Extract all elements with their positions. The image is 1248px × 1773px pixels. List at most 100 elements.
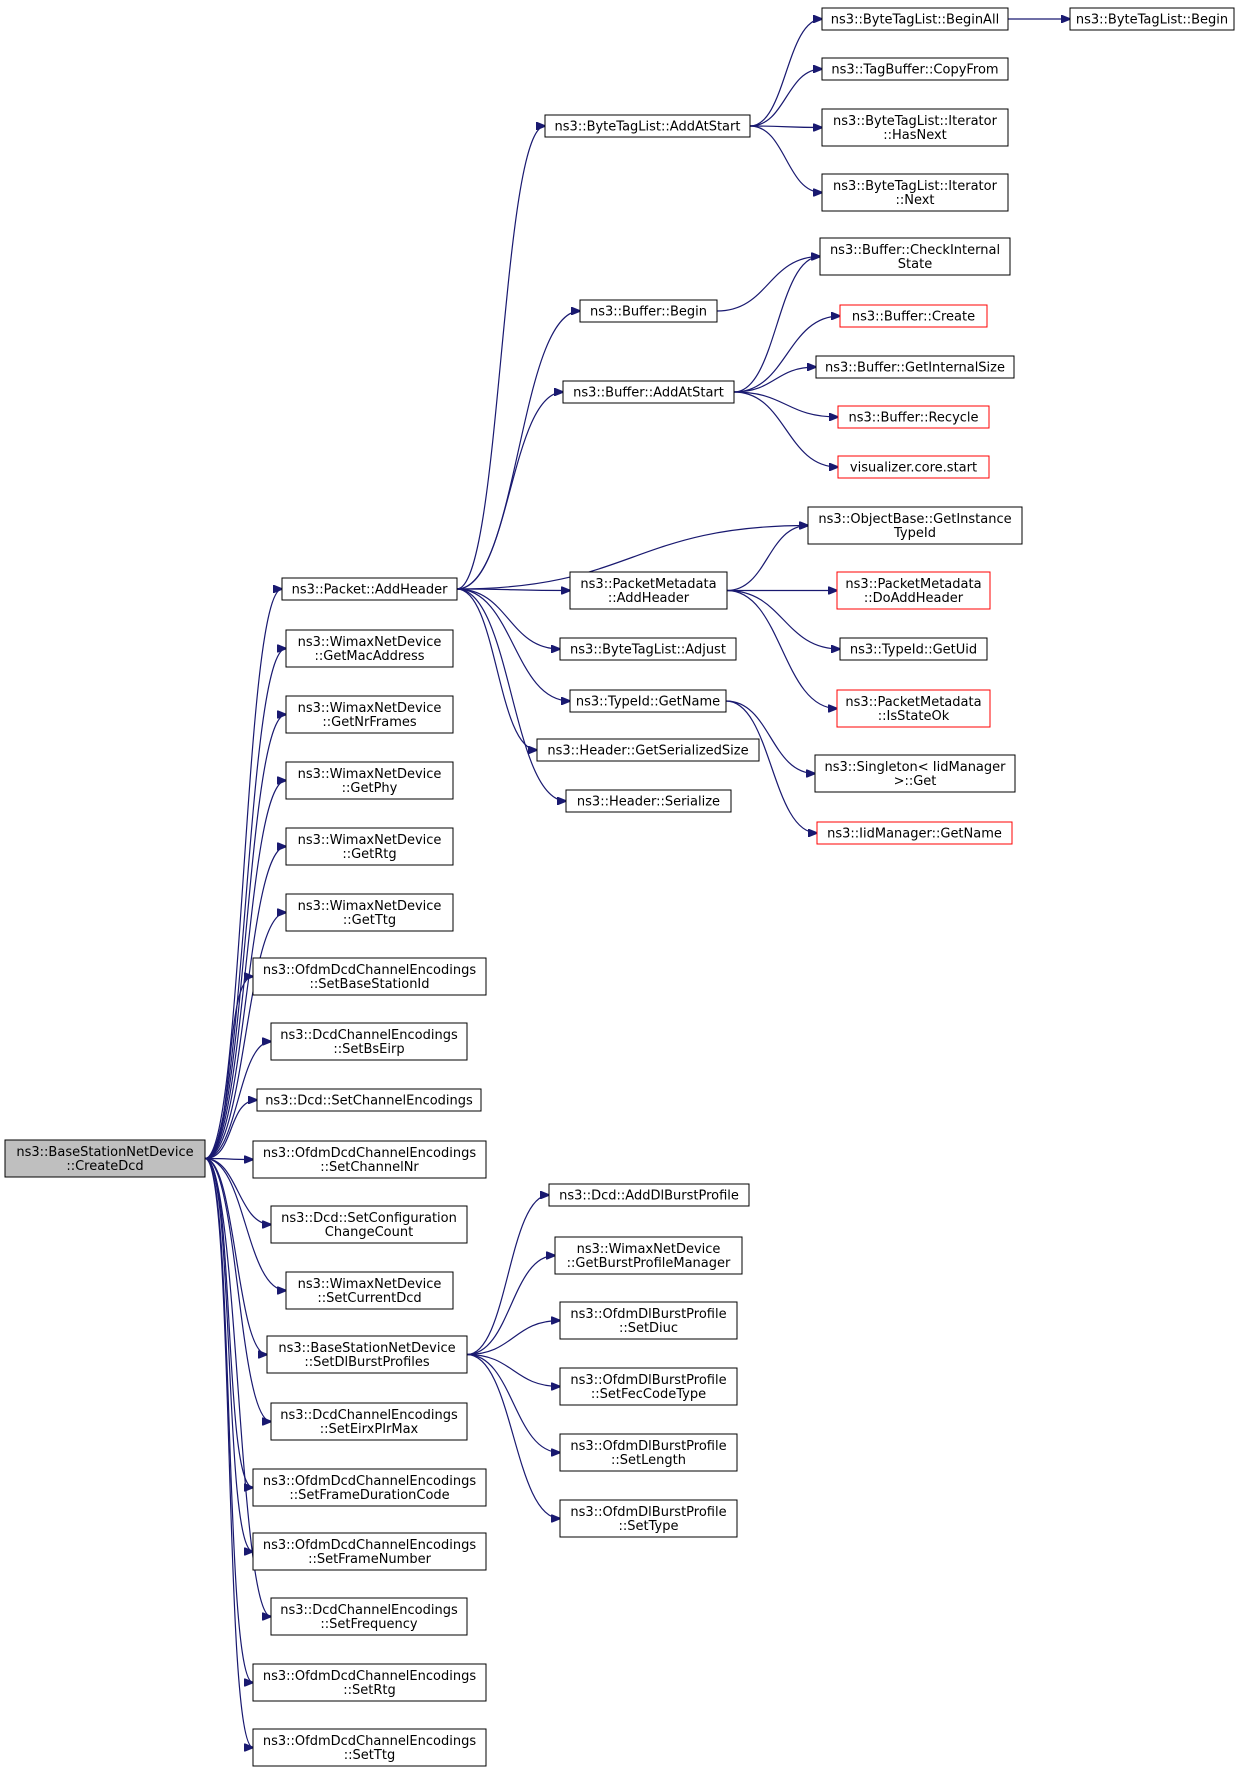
node-label: ns3::WimaxNetDevice (577, 1242, 721, 1257)
node-getrtg[interactable]: ns3::WimaxNetDevice::GetRtg (285, 827, 454, 866)
node-root[interactable]: ns3::BaseStationNetDevice::CreateDcd (4, 1139, 206, 1178)
node-setrtg[interactable]: ns3::OfdmDcdChannelEncodings::SetRtg (252, 1663, 487, 1702)
node-box (252, 957, 487, 996)
node-setttg[interactable]: ns3::OfdmDcdChannelEncodings::SetTtg (252, 1728, 487, 1767)
node-label: ::Next (895, 193, 934, 208)
edge-arrow (466, 1321, 560, 1356)
edge-arrow (204, 1157, 271, 1422)
node-getmac[interactable]: ns3::WimaxNetDevice::GetMacAddress (285, 629, 454, 668)
node-btl-beginall[interactable]: ns3::ByteTagList::BeginAll (821, 7, 1009, 31)
node-setchenc[interactable]: ns3::Dcd::SetChannelEncodings (256, 1088, 482, 1112)
node-vis-start[interactable]: visualizer.core.start (837, 455, 990, 479)
node-setdlbp[interactable]: ns3::BaseStationNetDevice::SetDlBurstPro… (266, 1335, 468, 1374)
node-label: ::SetFrequency (320, 1617, 418, 1632)
node-label: ns3::OfdmDcdChannelEncodings (263, 1146, 476, 1161)
nodes-layer: ns3::BaseStationNetDevice::CreateDcdns3:… (4, 7, 1235, 1767)
node-pkt-addheader[interactable]: ns3::Packet::AddHeader (281, 577, 458, 601)
edge-btl-addatstart-to-btl-it-hasnext (749, 126, 822, 128)
edge-arrow (725, 700, 815, 774)
node-box (536, 738, 760, 762)
node-buf-addatstart[interactable]: ns3::Buffer::AddAtStart (562, 380, 735, 404)
node-dlbp-setdiuc[interactable]: ns3::OfdmDlBurstProfile::SetDiuc (559, 1301, 738, 1340)
node-buf-recycle[interactable]: ns3::Buffer::Recycle (837, 405, 990, 429)
node-pm-doadd[interactable]: ns3::PacketMetadata::DoAddHeader (836, 571, 991, 610)
edge-root-to-getrtg (204, 847, 286, 1160)
node-hdr-getser[interactable]: ns3::Header::GetSerializedSize (536, 738, 760, 762)
node-label: ns3::TypeId::GetName (576, 695, 720, 710)
node-seteirx[interactable]: ns3::DcdChannelEncodings::SetEirxPIrMax (270, 1402, 468, 1441)
node-getttg[interactable]: ns3::WimaxNetDevice::GetTtg (285, 893, 454, 932)
node-dcd-adddlbp[interactable]: ns3::Dcd::AddDlBurstProfile (548, 1183, 750, 1207)
edge-arrow (733, 367, 816, 393)
node-setcurdcd[interactable]: ns3::WimaxNetDevice::SetCurrentDcd (285, 1271, 454, 1310)
node-label: ns3::Dcd::SetConfiguration (281, 1211, 457, 1226)
node-label: ns3::TypeId::GetUid (850, 643, 977, 658)
edge-buf-begin-to-buf-check (716, 257, 820, 312)
edge-arrow (204, 977, 253, 1160)
node-label: ns3::ByteTagList::Adjust (570, 643, 726, 658)
node-setfreq[interactable]: ns3::DcdChannelEncodings::SetFrequency (270, 1597, 468, 1636)
edge-arrow (466, 1353, 560, 1387)
node-btl-it-hasnext[interactable]: ns3::ByteTagList::Iterator::HasNext (821, 108, 1009, 147)
edge-root-to-getphy (204, 781, 286, 1160)
node-label: ns3::WimaxNetDevice (298, 1277, 442, 1292)
edge-pkt-addheader-to-typeid-getname (456, 588, 570, 701)
node-label: ns3::ObjectBase::GetInstance (818, 512, 1011, 527)
node-dlbp-settype[interactable]: ns3::OfdmDlBurstProfile::SetType (559, 1499, 738, 1538)
node-buf-begin[interactable]: ns3::Buffer::Begin (579, 299, 718, 323)
node-label: ::SetChannelNr (320, 1160, 419, 1175)
node-typeid-getuid[interactable]: ns3::TypeId::GetUid (839, 637, 988, 661)
node-label: ::SetBaseStationId (309, 977, 429, 992)
node-box (1069, 7, 1235, 31)
node-label: ::GetPhy (342, 781, 398, 796)
node-pm-addheader[interactable]: ns3::PacketMetadata::AddHeader (569, 571, 728, 610)
edge-arrow (204, 781, 286, 1160)
node-buf-getint[interactable]: ns3::Buffer::GetInternalSize (815, 355, 1015, 379)
node-btl-adjust[interactable]: ns3::ByteTagList::Adjust (559, 637, 737, 661)
node-label: ns3::Dcd::SetChannelEncodings (265, 1094, 473, 1109)
node-label: ns3::ByteTagList::Iterator (833, 179, 998, 194)
node-pm-isstateok[interactable]: ns3::PacketMetadata::IsStateOk (836, 689, 991, 728)
node-box (285, 695, 454, 734)
node-tagbuf-copy[interactable]: ns3::TagBuffer::CopyFrom (821, 57, 1009, 81)
node-label: ::DoAddHeader (864, 591, 964, 606)
edge-arrow (733, 257, 820, 393)
edge-arrow (456, 311, 580, 590)
edge-arrow (466, 1353, 560, 1453)
node-label: ns3::OfdmDcdChannelEncodings (263, 1734, 476, 1749)
node-getnrframes[interactable]: ns3::WimaxNetDevice::GetNrFrames (285, 695, 454, 734)
node-singleton-get[interactable]: ns3::Singleton< IidManager>::Get (814, 754, 1016, 793)
node-box (281, 577, 458, 601)
node-getphy[interactable]: ns3::WimaxNetDevice::GetPhy (285, 761, 454, 800)
node-label: ns3::Buffer::Recycle (848, 411, 978, 426)
node-box (559, 1367, 738, 1406)
node-btl-begin[interactable]: ns3::ByteTagList::Begin (1069, 7, 1235, 31)
node-box (839, 304, 988, 328)
edge-arrow (204, 913, 286, 1160)
node-setfdc[interactable]: ns3::OfdmDcdChannelEncodings::SetFrameDu… (252, 1468, 487, 1507)
node-setfn[interactable]: ns3::OfdmDcdChannelEncodings::SetFrameNu… (252, 1532, 487, 1571)
node-iid-getname[interactable]: ns3::IidManager::GetName (816, 821, 1013, 845)
edge-arrow (204, 649, 286, 1160)
node-setbseirp[interactable]: ns3::DcdChannelEncodings::SetBsEirp (270, 1022, 468, 1061)
node-hdr-ser[interactable]: ns3::Header::Serialize (565, 789, 732, 813)
node-btl-it-next[interactable]: ns3::ByteTagList::Iterator::Next (821, 173, 1009, 212)
node-box (836, 689, 991, 728)
node-box (837, 405, 990, 429)
node-box (554, 1236, 743, 1275)
node-setchnr[interactable]: ns3::OfdmDcdChannelEncodings::SetChannel… (252, 1140, 487, 1179)
node-dlbp-setlen[interactable]: ns3::OfdmDlBurstProfile::SetLength (559, 1433, 738, 1472)
node-buf-create[interactable]: ns3::Buffer::Create (839, 304, 988, 328)
edge-pm-addheader-to-typeid-getuid (726, 589, 840, 650)
node-setbsid[interactable]: ns3::OfdmDcdChannelEncodings::SetBaseSta… (252, 957, 487, 996)
node-btl-addatstart[interactable]: ns3::ByteTagList::AddAtStart (544, 114, 751, 138)
node-label: ::SetDiuc (619, 1321, 678, 1336)
node-getbpm[interactable]: ns3::WimaxNetDevice::GetBurstProfileMana… (554, 1236, 743, 1275)
node-typeid-getname[interactable]: ns3::TypeId::GetName (569, 689, 727, 713)
edge-arrow (726, 589, 837, 709)
node-dlbp-setfec[interactable]: ns3::OfdmDlBurstProfile::SetFecCodeType (559, 1367, 738, 1406)
